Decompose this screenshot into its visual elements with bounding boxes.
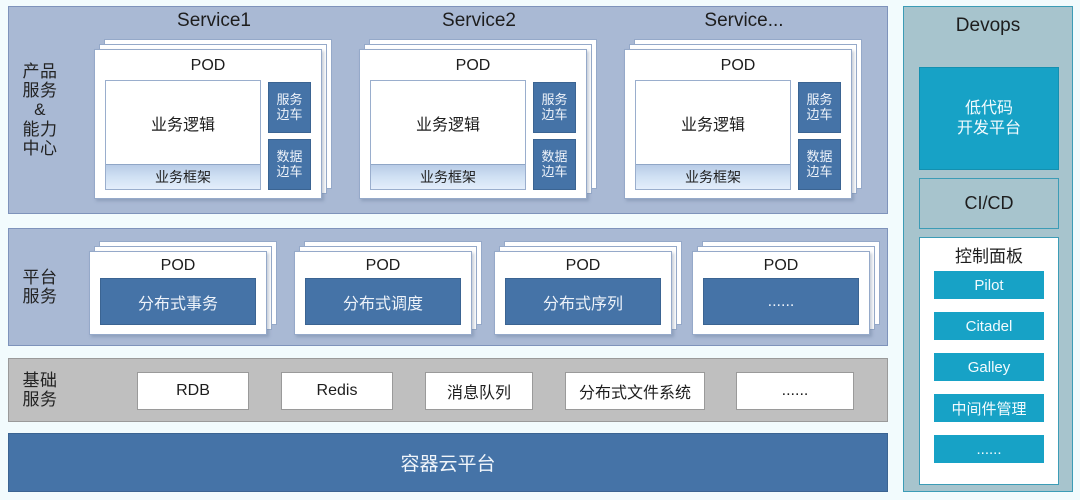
business-framework-box: 业务框架 bbox=[371, 164, 525, 189]
sidecar-line: 边车 bbox=[541, 163, 568, 179]
sidecar-line: 数据 bbox=[541, 148, 568, 164]
pod-card-front[interactable]: POD 分布式序列 bbox=[494, 251, 672, 335]
pod-card-stack: POD 业务逻辑 业务框架 服务 边车 数据 bbox=[94, 39, 334, 201]
control-panel-item-citadel[interactable]: Citadel bbox=[934, 312, 1044, 340]
row-products-services: 产品 服务 & 能力 中心 Service1 POD 业务逻辑 业务框架 bbox=[8, 6, 888, 214]
pod-card-front[interactable]: POD 业务逻辑 业务框架 服务 边车 数据 bbox=[624, 49, 852, 199]
sidecar-list: 服务 边车 数据 边车 bbox=[798, 80, 841, 190]
sidecar-line: 边车 bbox=[541, 106, 568, 122]
row-label-infrastructure: 基础 服务 bbox=[9, 359, 71, 421]
row-label-line: 服务 bbox=[22, 81, 58, 101]
service-column-2[interactable]: Service2 POD 业务逻辑 业务框架 服务 边车 bbox=[354, 7, 604, 215]
devops-panel: Devops 低代码 开发平台 CI/CD 控制面板 Pilot Citadel… bbox=[903, 6, 1073, 492]
row-container-cloud-platform: 容器云平台 bbox=[8, 433, 888, 492]
platform-service-box: 分布式序列 bbox=[505, 278, 661, 325]
platform-service-box: 分布式事务 bbox=[100, 278, 256, 325]
infra-item-distributed-file-system[interactable]: 分布式文件系统 bbox=[565, 372, 705, 410]
row-label-line: & bbox=[34, 100, 46, 120]
pod-card-stack: POD 业务逻辑 业务框架 服务 边车 数据 bbox=[624, 39, 864, 201]
business-logic-box: 业务逻辑 bbox=[150, 116, 215, 134]
business-container: 业务逻辑 业务框架 bbox=[370, 80, 526, 190]
business-container: 业务逻辑 业务框架 bbox=[635, 80, 791, 190]
row-label-line: 产品 bbox=[22, 61, 58, 81]
row-infrastructure-services: 基础 服务 RDB Redis 消息队列 分布式文件系统 ...... bbox=[8, 358, 888, 422]
sidecar-line: 服务 bbox=[276, 91, 303, 107]
service-title: Service2 bbox=[442, 10, 516, 31]
sidecar-line: 服务 bbox=[806, 91, 833, 107]
pod-card-front[interactable]: POD 分布式事务 bbox=[89, 251, 267, 335]
control-panel-item-galley[interactable]: Galley bbox=[934, 353, 1044, 381]
business-framework-box: 业务框架 bbox=[106, 164, 260, 189]
pod-card-front[interactable]: POD 业务逻辑 业务框架 服务 边车 数据 bbox=[359, 49, 587, 199]
platform-pod-3[interactable]: POD 分布式序列 bbox=[494, 241, 684, 335]
pod-label: POD bbox=[565, 257, 601, 274]
row-label-line: 基础 bbox=[22, 370, 58, 390]
control-panel-item-pilot[interactable]: Pilot bbox=[934, 271, 1044, 299]
pod-label: POD bbox=[720, 57, 756, 74]
row-label-line: 平台 bbox=[22, 267, 58, 287]
row-label-line: 服务 bbox=[22, 287, 58, 306]
infra-item-message-queue[interactable]: 消息队列 bbox=[425, 372, 533, 410]
control-panel-title: 控制面板 bbox=[955, 246, 1023, 266]
row-label-products: 产品 服务 & 能力 中心 bbox=[9, 7, 71, 213]
sidecar-line: 边车 bbox=[276, 106, 303, 122]
infra-item-more[interactable]: ...... bbox=[736, 372, 854, 410]
service-sidecar: 服务 边车 bbox=[798, 82, 841, 133]
business-logic-box: 业务逻辑 bbox=[680, 116, 745, 134]
sidecar-list: 服务 边车 数据 边车 bbox=[268, 80, 311, 190]
row-label-platform: 平台 服务 bbox=[9, 229, 71, 345]
pod-label: POD bbox=[455, 57, 491, 74]
container-platform-label: 容器云平台 bbox=[400, 454, 496, 475]
cicd-box[interactable]: CI/CD bbox=[919, 178, 1059, 229]
pod-label: POD bbox=[365, 257, 401, 274]
pod-contents: 业务逻辑 业务框架 服务 边车 数据 边车 bbox=[370, 80, 576, 190]
control-panel: 控制面板 Pilot Citadel Galley 中间件管理 ...... bbox=[919, 237, 1059, 485]
platform-service-box: ...... bbox=[703, 278, 859, 325]
control-panel-item-middleware[interactable]: 中间件管理 bbox=[934, 394, 1044, 422]
pod-label: POD bbox=[160, 257, 196, 274]
pod-contents: 业务逻辑 业务框架 服务 边车 数据 边车 bbox=[105, 80, 311, 190]
data-sidecar: 数据 边车 bbox=[533, 139, 576, 190]
platform-pod-4[interactable]: POD ...... bbox=[692, 241, 882, 335]
control-panel-item-more[interactable]: ...... bbox=[934, 435, 1044, 463]
business-logic-box: 业务逻辑 bbox=[415, 116, 480, 134]
sidecar-line: 数据 bbox=[276, 148, 303, 164]
service-sidecar: 服务 边车 bbox=[268, 82, 311, 133]
service-title: Service1 bbox=[177, 10, 251, 31]
lowcode-platform-box[interactable]: 低代码 开发平台 bbox=[919, 67, 1059, 170]
service-sidecar: 服务 边车 bbox=[533, 82, 576, 133]
lowcode-line: 开发平台 bbox=[956, 119, 1021, 137]
sidecar-line: 边车 bbox=[276, 163, 303, 179]
pod-contents: 业务逻辑 业务框架 服务 边车 数据 边车 bbox=[635, 80, 841, 190]
sidecar-list: 服务 边车 数据 边车 bbox=[533, 80, 576, 190]
sidecar-line: 数据 bbox=[806, 148, 833, 164]
infra-item-rdb[interactable]: RDB bbox=[137, 372, 249, 410]
platform-pod-2[interactable]: POD 分布式调度 bbox=[294, 241, 484, 335]
row-label-line: 能力 bbox=[22, 119, 58, 139]
service-title: Service... bbox=[704, 10, 784, 31]
platform-pod-1[interactable]: POD 分布式事务 bbox=[89, 241, 279, 335]
service-column-1[interactable]: Service1 POD 业务逻辑 业务框架 服务 边车 bbox=[89, 7, 339, 215]
devops-title: Devops bbox=[955, 15, 1021, 36]
infra-item-redis[interactable]: Redis bbox=[281, 372, 393, 410]
lowcode-line: 低代码 bbox=[964, 99, 1013, 117]
row-label-line: 服务 bbox=[22, 390, 58, 409]
data-sidecar: 数据 边车 bbox=[268, 139, 311, 190]
business-container: 业务逻辑 业务框架 bbox=[105, 80, 261, 190]
sidecar-line: 服务 bbox=[541, 91, 568, 107]
sidecar-line: 边车 bbox=[806, 106, 833, 122]
platform-service-box: 分布式调度 bbox=[305, 278, 461, 325]
row-label-line: 中心 bbox=[22, 138, 58, 158]
pod-card-front[interactable]: POD ...... bbox=[692, 251, 870, 335]
row-platform-services: 平台 服务 POD 分布式事务 POD 分布式调度 POD 分布式序列 bbox=[8, 228, 888, 346]
business-framework-box: 业务框架 bbox=[636, 164, 790, 189]
pod-label: POD bbox=[763, 257, 799, 274]
pod-card-front[interactable]: POD 业务逻辑 业务框架 服务 边车 数据 bbox=[94, 49, 322, 199]
pod-card-front[interactable]: POD 分布式调度 bbox=[294, 251, 472, 335]
sidecar-line: 边车 bbox=[806, 163, 833, 179]
pod-card-stack: POD 业务逻辑 业务框架 服务 边车 数据 bbox=[359, 39, 599, 201]
data-sidecar: 数据 边车 bbox=[798, 139, 841, 190]
pod-label: POD bbox=[190, 57, 226, 74]
service-column-3[interactable]: Service... POD 业务逻辑 业务框架 服务 边车 bbox=[619, 7, 869, 215]
